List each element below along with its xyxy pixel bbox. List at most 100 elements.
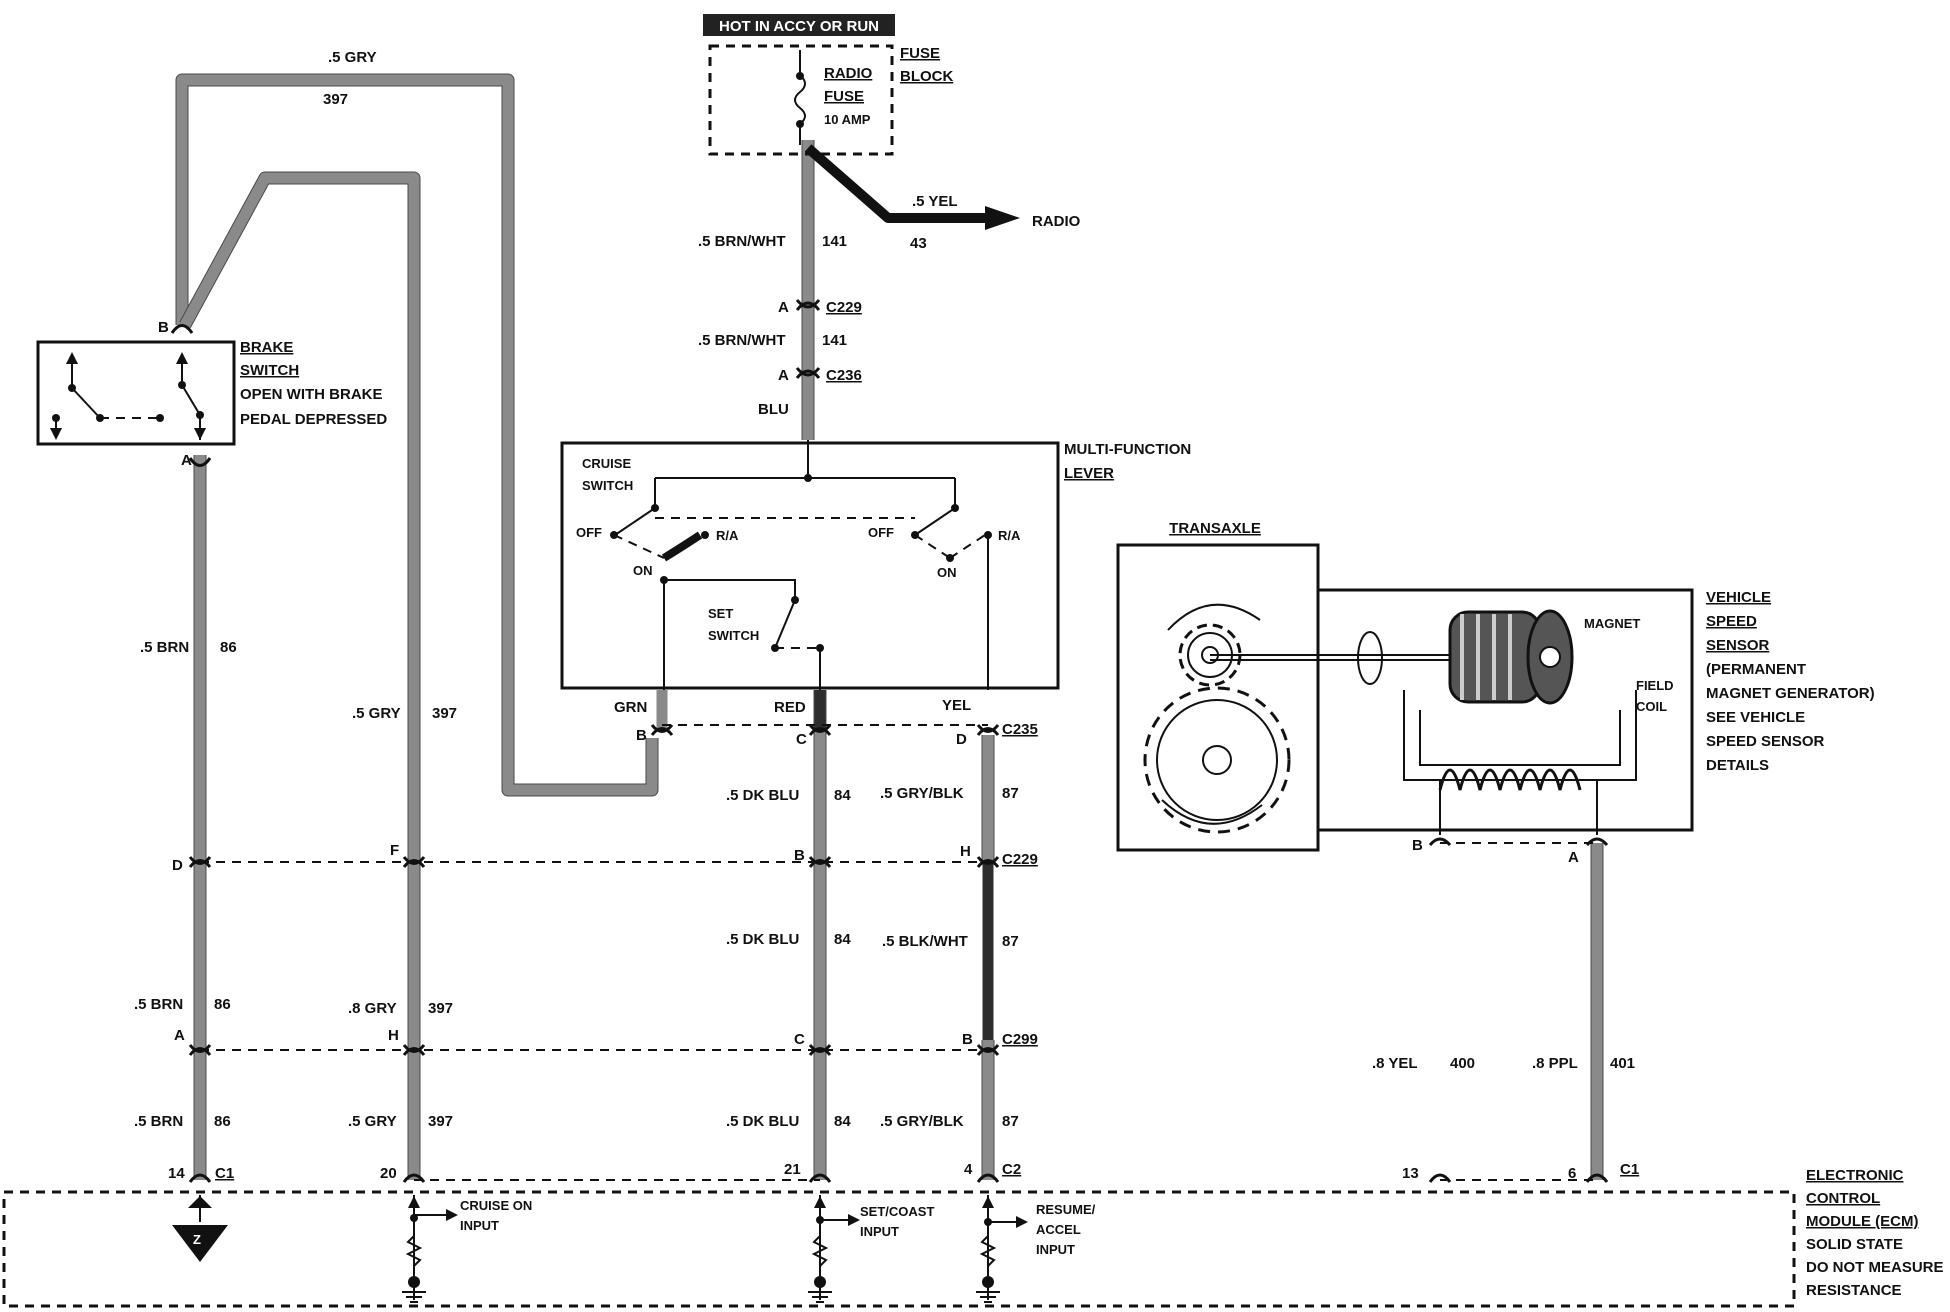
wire-brn-wht-label-mid: .5 BRN/WHT bbox=[698, 332, 786, 349]
c229-mid-label: C229 bbox=[1002, 851, 1038, 868]
wire-gry-blk-87-label-a: .5 GRY/BLK bbox=[880, 785, 964, 802]
vss-label-2: SPEED bbox=[1706, 613, 1757, 630]
c236-label: C236 bbox=[826, 367, 862, 384]
ground-reference-z-icon bbox=[172, 1225, 228, 1262]
vss-label-3: SENSOR bbox=[1706, 637, 1770, 654]
fuse-block: HOT IN ACCY OR RUN RADIO FUSE 10 AMP FUS… bbox=[703, 14, 1081, 252]
set-coast-input-label-1: SET/COAST bbox=[860, 1204, 934, 1219]
ecm-module: Z bbox=[2, 1190, 1796, 1308]
wire-84-label-c: 84 bbox=[834, 1113, 851, 1130]
ecm-label-2: CONTROL bbox=[1806, 1190, 1880, 1207]
wire-86-label-c: 86 bbox=[214, 1113, 231, 1130]
z-label: Z bbox=[193, 1232, 201, 1247]
cruise-switch-label-2: SWITCH bbox=[582, 478, 633, 493]
off-right-label: OFF bbox=[868, 525, 894, 540]
brake-label-3: OPEN WITH BRAKE bbox=[240, 386, 383, 403]
wire-84-label-b: 84 bbox=[834, 931, 851, 948]
rotation-arrow-bottom-icon bbox=[1161, 799, 1263, 825]
mfl-label-1: MULTI-FUNCTION bbox=[1064, 441, 1191, 458]
cruise-switch-label-1: CRUISE bbox=[582, 456, 631, 471]
vss-label-8: DETAILS bbox=[1706, 757, 1769, 774]
ra-right-label: R/A bbox=[998, 528, 1021, 543]
ecm-pin-6: 6 bbox=[1568, 1165, 1576, 1182]
transaxle-label: TRANSAXLE bbox=[1169, 520, 1261, 537]
wire-blk-wht-87-label: .5 BLK/WHT bbox=[882, 933, 968, 950]
cruise-on-input-label-1: CRUISE ON bbox=[460, 1198, 532, 1213]
vss-label-7: SPEED SENSOR bbox=[1706, 733, 1825, 750]
radio-arrow-icon bbox=[985, 206, 1020, 230]
vss-label-1: VEHICLE bbox=[1706, 589, 1771, 606]
radio-fuse-label-2: FUSE bbox=[824, 88, 864, 105]
mfl-label-2: LEVER bbox=[1064, 465, 1114, 482]
wire-brn-86-label-c: .5 BRN bbox=[134, 1113, 183, 1130]
c2-label: C2 bbox=[1002, 1161, 1021, 1178]
resume-accel-input-label-3: INPUT bbox=[1036, 1242, 1075, 1257]
pin-b-c229: B bbox=[794, 847, 805, 864]
fuse-block-label-1: FUSE bbox=[900, 45, 940, 62]
magnet-label: MAGNET bbox=[1584, 616, 1640, 631]
set-coast-input-label-2: INPUT bbox=[860, 1224, 899, 1239]
fuse-block-label-2: BLOCK bbox=[900, 68, 953, 85]
wire-brn-wht-label-top: .5 BRN/WHT bbox=[698, 233, 786, 250]
wire-dk-blu-84-label-b: .5 DK BLU bbox=[726, 931, 799, 948]
vehicle-speed-sensor bbox=[1210, 588, 1694, 835]
wire-gry-397-label-c: .5 GRY bbox=[348, 1113, 397, 1130]
cruise-on-input-circuit bbox=[402, 1195, 458, 1303]
shaft-rotation-icon bbox=[1357, 631, 1383, 685]
c235-label: C235 bbox=[1002, 721, 1038, 738]
wire-87-label-c: 87 bbox=[1002, 1113, 1019, 1130]
connector-symbols bbox=[170, 299, 1609, 1183]
pin-b-c299: B bbox=[962, 1031, 973, 1048]
field-coil-label-1: FIELD bbox=[1636, 678, 1674, 693]
wire-gry-397-down bbox=[180, 172, 420, 1180]
on-right-label: ON bbox=[937, 565, 957, 580]
ra-left-label: R/A bbox=[716, 528, 739, 543]
set-coast-input-circuit bbox=[808, 1195, 860, 1303]
wire-gry-397-label-a: .5 GRY bbox=[352, 705, 401, 722]
pin-a-c229-top: A bbox=[778, 299, 789, 316]
wire-yel-label: .5 YEL bbox=[912, 193, 958, 210]
off-left-label: OFF bbox=[576, 525, 602, 540]
ecm-pin-14: 14 bbox=[168, 1165, 185, 1182]
pin-a-c299: A bbox=[174, 1027, 185, 1044]
pin-d-c229: D bbox=[172, 857, 183, 874]
on-left-label: ON bbox=[633, 563, 653, 578]
wire-gry-top-label: .5 GRY bbox=[328, 49, 377, 66]
wire-red-label: RED bbox=[774, 699, 806, 716]
c299-label: C299 bbox=[1002, 1031, 1038, 1048]
wire-87-label-a: 87 bbox=[1002, 785, 1019, 802]
wire-gry-blk-87-label-c: .5 GRY/BLK bbox=[880, 1113, 964, 1130]
wire-dk-blu-84-label-a: .5 DK BLU bbox=[726, 787, 799, 804]
wire-86-label-b: 86 bbox=[214, 996, 231, 1013]
c1-left-label: C1 bbox=[215, 1165, 234, 1182]
ecm-label-1: ELECTRONIC bbox=[1806, 1167, 1904, 1184]
large-gear-icon bbox=[1143, 686, 1291, 834]
wire-yel-400-label: .8 YEL bbox=[1372, 1055, 1418, 1072]
vss-label-4: (PERMANENT bbox=[1706, 661, 1806, 678]
field-coil-label-2: COIL bbox=[1636, 699, 1667, 714]
wire-yel-43 bbox=[804, 144, 988, 223]
wire-397-label-b: 397 bbox=[428, 1000, 453, 1017]
pin-b-vss: B bbox=[1412, 837, 1423, 854]
resume-accel-input-label-2: ACCEL bbox=[1036, 1222, 1081, 1237]
ecm-pin-20: 20 bbox=[380, 1165, 397, 1182]
wire-43-label: 43 bbox=[910, 235, 927, 252]
brake-label-1: BRAKE bbox=[240, 339, 293, 356]
wire-gry-397-loop bbox=[176, 74, 658, 796]
wire-grn-label: GRN bbox=[614, 699, 647, 716]
pin-c-c299: C bbox=[794, 1031, 805, 1048]
ecm-pin-4: 4 bbox=[964, 1161, 973, 1178]
wire-dk-blu-84-label-c: .5 DK BLU bbox=[726, 1113, 799, 1130]
pin-d-c235: D bbox=[956, 731, 967, 748]
ecm-pin-13: 13 bbox=[1402, 1165, 1419, 1182]
resume-accel-input-circuit bbox=[976, 1195, 1028, 1303]
radio-fuse-label-1: RADIO bbox=[824, 65, 873, 82]
c229-top-label: C229 bbox=[826, 299, 862, 316]
brake-switch bbox=[36, 340, 236, 446]
ecm-pin-21: 21 bbox=[784, 1161, 801, 1178]
set-switch-label-2: SWITCH bbox=[708, 628, 759, 643]
wire-397-top-label: 397 bbox=[323, 91, 348, 108]
wire-397-label-a: 397 bbox=[432, 705, 457, 722]
pin-b-c235: B bbox=[636, 727, 647, 744]
